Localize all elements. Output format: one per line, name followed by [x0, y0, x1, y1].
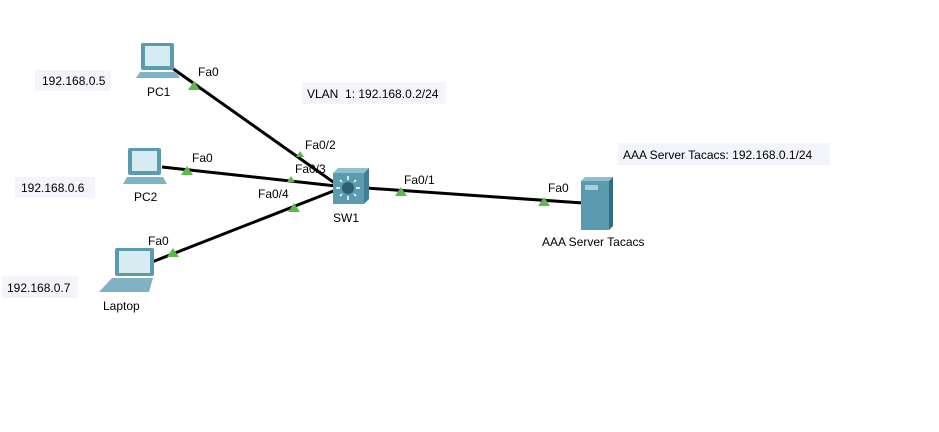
svg-text:AAA Server Tacacs: AAA Server Tacacs [542, 235, 645, 249]
svg-text:SW1: SW1 [333, 211, 359, 225]
svg-text:VLAN 1: 192.168.0.2/24: VLAN 1: 192.168.0.2/24 [307, 87, 439, 101]
device-pc1[interactable]: PC1 Fa0 [136, 43, 219, 99]
link-status-icon [287, 176, 295, 182]
svg-text:Fa0: Fa0 [548, 181, 569, 195]
note-laptop-ip[interactable]: 192.168.0.7 [2, 276, 78, 298]
svg-text:Laptop: Laptop [103, 299, 140, 313]
svg-text:192.168.0.5: 192.168.0.5 [42, 74, 106, 88]
svg-text:Fa0: Fa0 [198, 65, 219, 79]
svg-text:192.168.0.7: 192.168.0.7 [7, 281, 71, 295]
link-status-icon [167, 248, 179, 257]
svg-text:192.168.0.6: 192.168.0.6 [21, 181, 85, 195]
note-server[interactable]: AAA Server Tacacs: 192.168.0.1/24 [618, 143, 830, 165]
link-status-icon [296, 151, 304, 157]
multilayer-switch-icon [333, 168, 369, 204]
note-pc1-ip[interactable]: 192.168.0.5 [35, 70, 111, 91]
link-laptop-sw1[interactable] [151, 188, 337, 264]
device-laptop[interactable]: Laptop Fa0 [99, 234, 169, 313]
svg-text:Fa0: Fa0 [148, 234, 169, 248]
svg-text:Fa0/2: Fa0/2 [305, 138, 336, 152]
link-status-icon [288, 203, 300, 212]
device-pc2[interactable]: PC2 Fa0 [123, 148, 213, 204]
svg-text:Fa0: Fa0 [192, 151, 213, 165]
svg-text:Fa0/3: Fa0/3 [295, 162, 326, 176]
svg-text:Fa0/4: Fa0/4 [258, 187, 289, 201]
svg-text:PC1: PC1 [147, 85, 171, 99]
link-status-icon [188, 81, 200, 90]
link-pc1-sw1[interactable] [171, 66, 337, 186]
link-status-icon [395, 187, 407, 196]
server-icon [581, 177, 613, 230]
device-sw1[interactable]: SW1 Fa0/2 Fa0/3 Fa0/4 Fa0/1 [258, 138, 435, 225]
link-status-icon [538, 197, 550, 206]
svg-text:PC2: PC2 [134, 190, 158, 204]
svg-text:Fa0/1: Fa0/1 [404, 173, 435, 187]
link-status-icon [181, 166, 193, 175]
device-server[interactable]: AAA Server Tacacs Fa0 [542, 177, 645, 249]
note-vlan[interactable]: VLAN 1: 192.168.0.2/24 [302, 82, 446, 104]
svg-text:AAA Server Tacacs: 192.168.0.1: AAA Server Tacacs: 192.168.0.1/24 [623, 148, 813, 162]
link-pc2-sw1[interactable] [161, 165, 337, 188]
note-pc2-ip[interactable]: 192.168.0.6 [15, 177, 95, 198]
laptop-icon [99, 248, 154, 292]
pc-icon [136, 43, 180, 78]
pc-icon [123, 148, 167, 184]
